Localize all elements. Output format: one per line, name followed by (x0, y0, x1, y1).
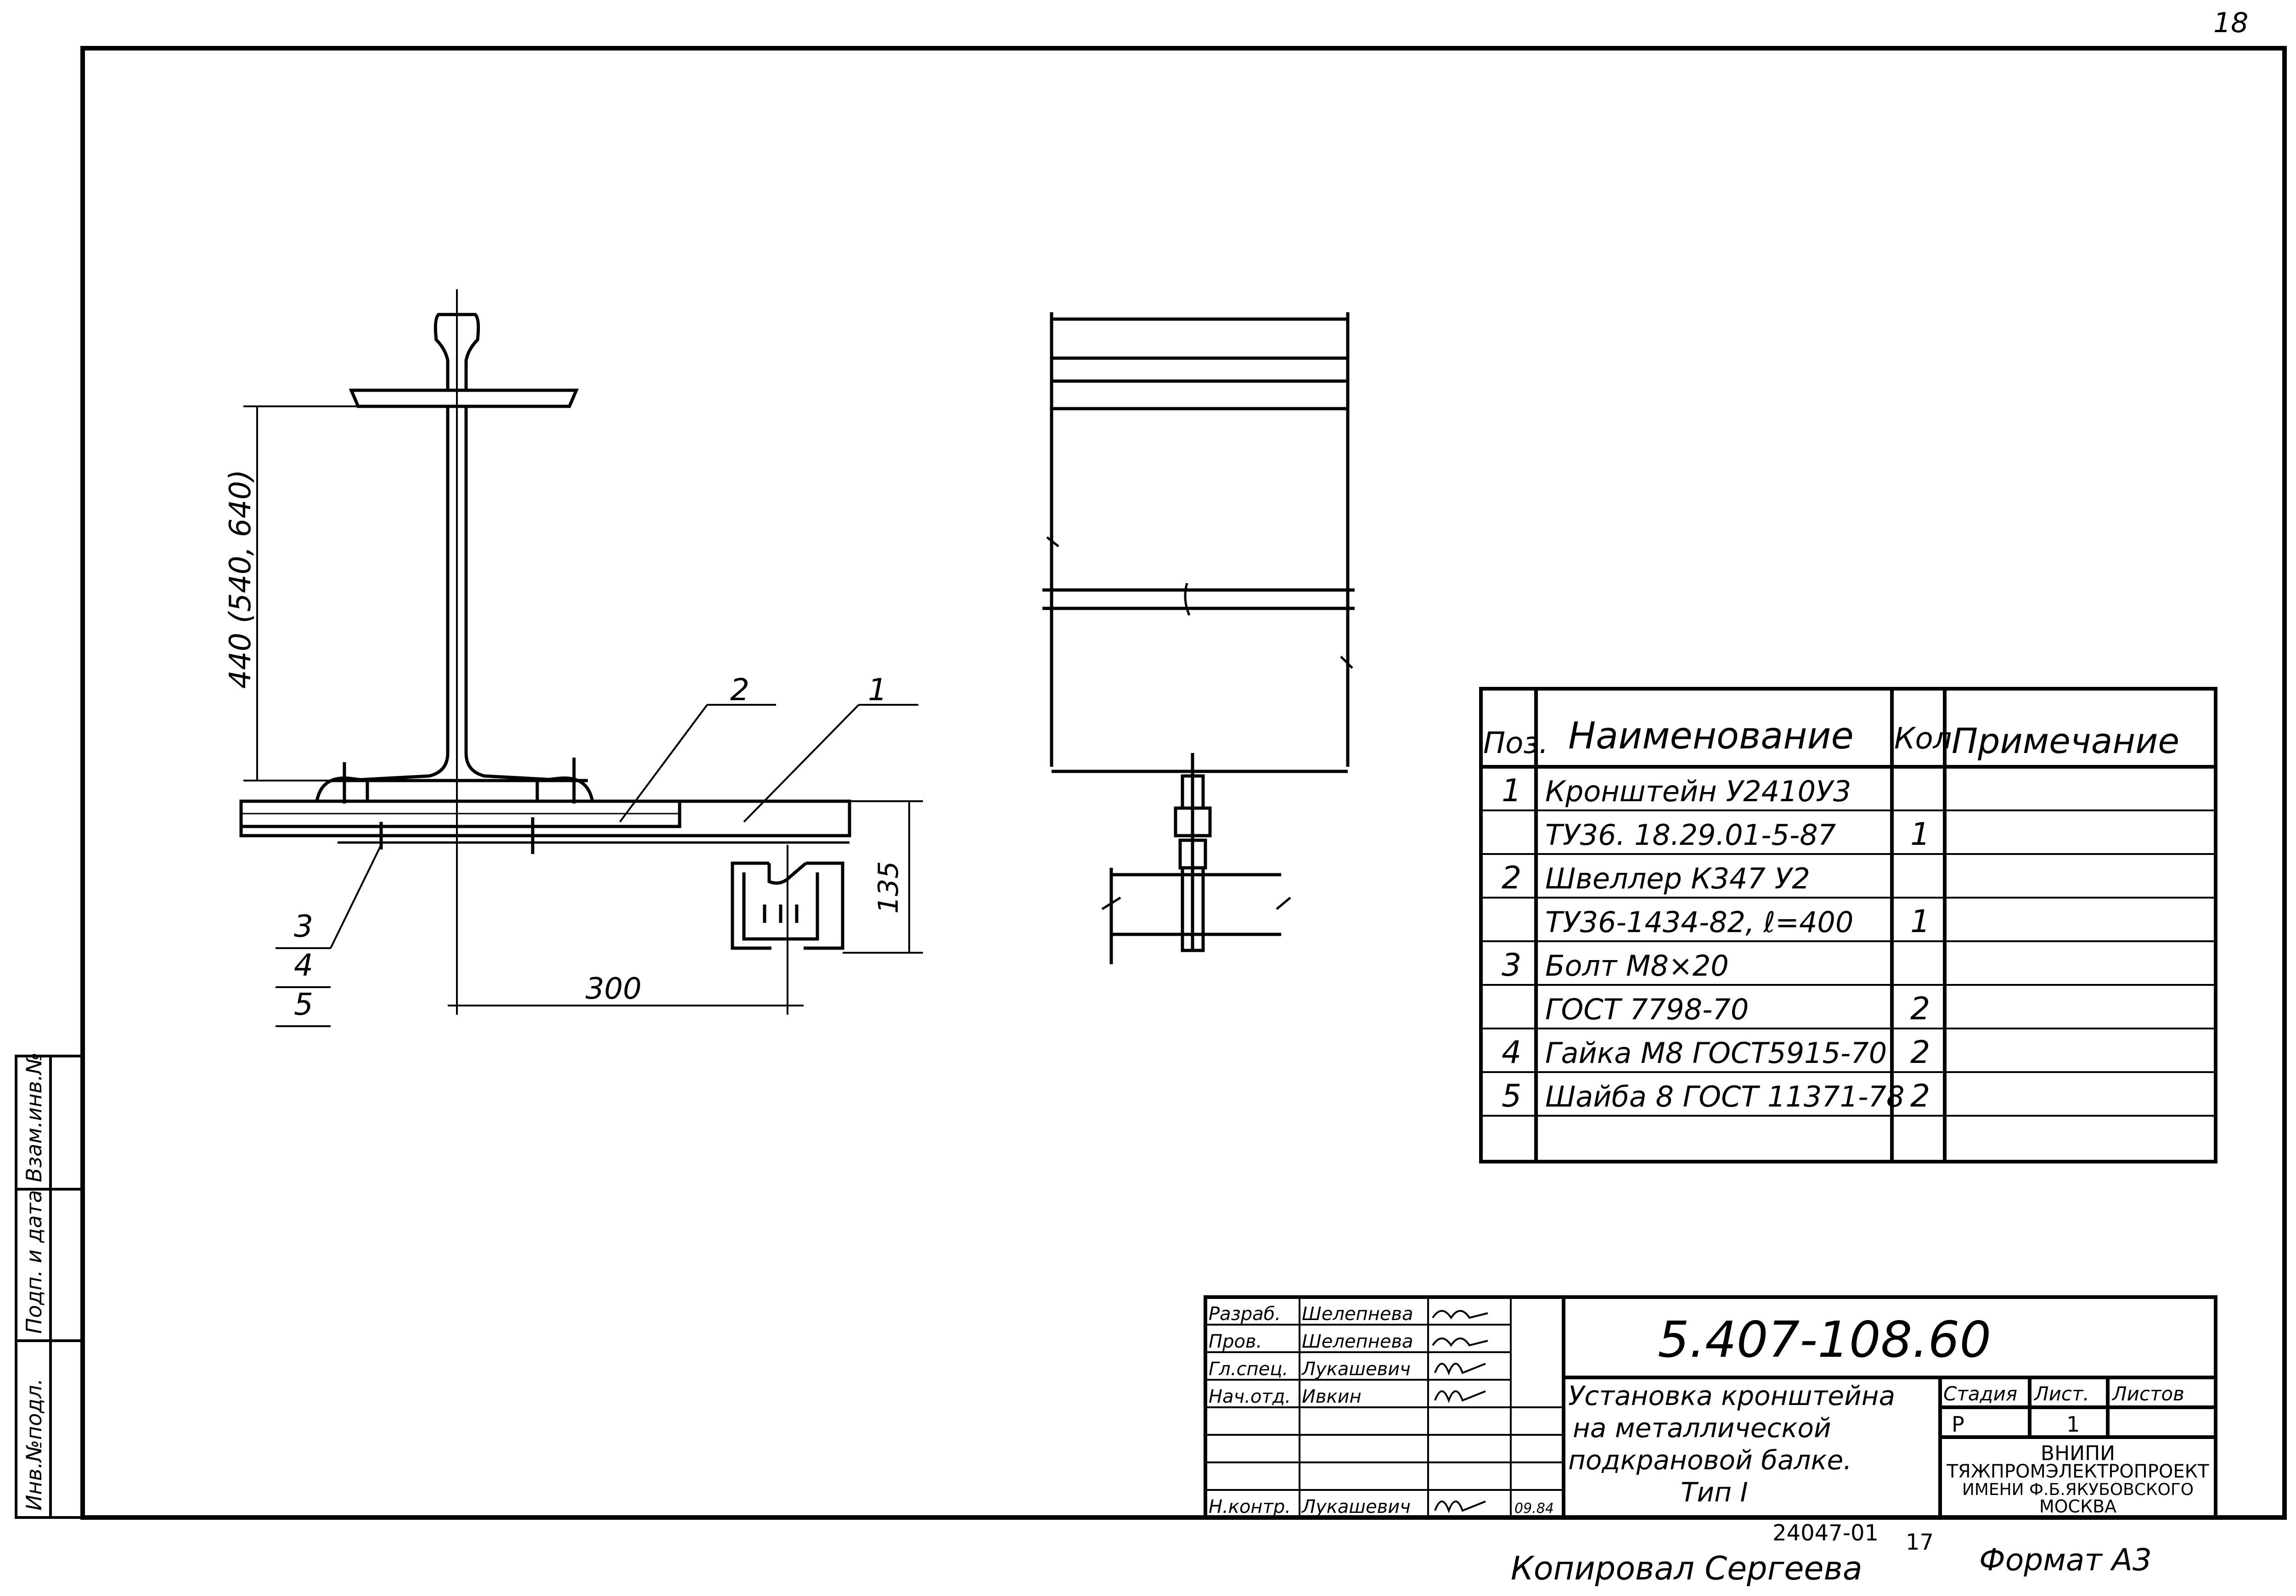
title-block: Разраб. Шелепнева Пров. Шелепнева Гл.спе… (1209, 1304, 2209, 1517)
title-line: подкрановой балке. (1568, 1444, 1852, 1476)
side-stamp-replaces-inv: Взам.инв.№ (22, 1052, 46, 1182)
sheet-frame (80, 46, 2287, 1520)
role-label: Нач.отд. (1209, 1386, 1291, 1407)
inventory-sheet: 17 (1906, 1529, 1934, 1555)
spec-row-pos: 3 (1502, 947, 1521, 983)
spec-row-name: ТУ36. 18.29.01-5-87 (1545, 818, 1836, 852)
spec-header-qty: Кол. (1894, 722, 1961, 756)
dim-offset-label: 135 (872, 861, 905, 914)
org-line: ВНИПИ (2041, 1442, 2115, 1465)
spec-row-pos: 2 (1502, 860, 1521, 896)
dim-width-label: 300 (585, 972, 642, 1006)
spec-row-name: Швеллер К347 У2 (1545, 862, 1810, 895)
page-number: 18 (2213, 7, 2248, 39)
spec-header-note: Примечание (1952, 720, 2179, 761)
document-code: 5.407-108.60 (1658, 1311, 1991, 1369)
copied-by: Копировал Сергеева (1511, 1550, 1863, 1587)
spec-table: Поз. Наименование Кол. Примечание 1 Крон… (1483, 714, 2179, 1114)
org-line: МОСКВА (2039, 1496, 2116, 1517)
inventory-code: 24047-01 (1773, 1520, 1879, 1546)
spec-row-qty: 1 (1910, 816, 1930, 853)
spec-row-qty: 2 (1910, 1078, 1930, 1114)
spec-row-pos: 1 (1502, 773, 1521, 809)
spec-row-name: Болт М8×20 (1545, 949, 1729, 983)
callout-3: 3 (294, 909, 313, 944)
spec-row-pos: 5 (1502, 1078, 1521, 1114)
role-label: Гл.спец. (1209, 1359, 1288, 1380)
role-label: Разраб. (1209, 1304, 1281, 1325)
callout-5: 5 (294, 987, 313, 1022)
title-line: на металлической (1573, 1412, 1831, 1444)
sheet-value: 1 (2066, 1412, 2080, 1437)
side-stamp (15, 1055, 84, 1519)
section-view (239, 289, 923, 1027)
spec-header-pos: Поз. (1483, 726, 1548, 760)
spec-row-name: Кронштейн У2410У3 (1545, 775, 1851, 808)
role-label: Н.контр. (1209, 1496, 1291, 1517)
org-line: ИМЕНИ Ф.Б.ЯКУБОВСКОГО (1962, 1480, 2194, 1499)
stage-value: Р (1952, 1412, 1964, 1437)
callout-2: 2 (730, 672, 749, 708)
side-view (1042, 312, 1355, 964)
spec-header-name: Наименование (1568, 714, 1854, 757)
role-date: 09.84 (1514, 1500, 1554, 1517)
role-name: Лукашевич (1301, 1359, 1411, 1380)
dim-height-label: 440 (540, 640) (224, 470, 258, 689)
org-line: ТЯЖПРОМЭЛЕКТРОПРОЕКТ (1946, 1461, 2209, 1482)
sheets-label: Листов (2111, 1382, 2184, 1405)
spec-table-grid (1479, 687, 2217, 1163)
sheet-label: Лист. (2033, 1382, 2089, 1405)
callout-4: 4 (294, 948, 313, 983)
title-block-grid (1204, 1295, 2217, 1519)
spec-row-qty: 1 (1910, 904, 1930, 940)
spec-row-name: Гайка М8 ГОСТ5915-70 (1545, 1036, 1887, 1070)
spec-row-pos: 4 (1502, 1034, 1521, 1071)
title-line: Установка кронштейна (1568, 1380, 1895, 1411)
title-line: Тип I (1681, 1477, 1748, 1508)
signature-marks (1432, 1310, 1488, 1513)
spec-row-name: Шайба 8 ГОСТ 11371-78 (1545, 1080, 1904, 1113)
format-label: Формат А3 (1979, 1542, 2152, 1578)
callout-1: 1 (868, 672, 887, 708)
stage-label: Стадия (1943, 1382, 2017, 1405)
spec-row-qty: 2 (1910, 991, 1930, 1027)
side-stamp-inv-original: Инв.№подл. (22, 1378, 46, 1511)
role-name: Шелепнева (1302, 1331, 1413, 1352)
role-name: Шелепнева (1302, 1304, 1413, 1325)
side-stamp-signature-date: Подп. и дата (22, 1190, 46, 1334)
spec-row-name: ГОСТ 7798-70 (1545, 993, 1749, 1026)
spec-row-name: ТУ36-1434-82, ℓ=400 (1545, 905, 1853, 939)
role-label: Пров. (1209, 1331, 1262, 1352)
spec-row-qty: 2 (1910, 1034, 1930, 1071)
role-name: Ивкин (1302, 1386, 1362, 1407)
role-name: Лукашевич (1301, 1496, 1411, 1517)
